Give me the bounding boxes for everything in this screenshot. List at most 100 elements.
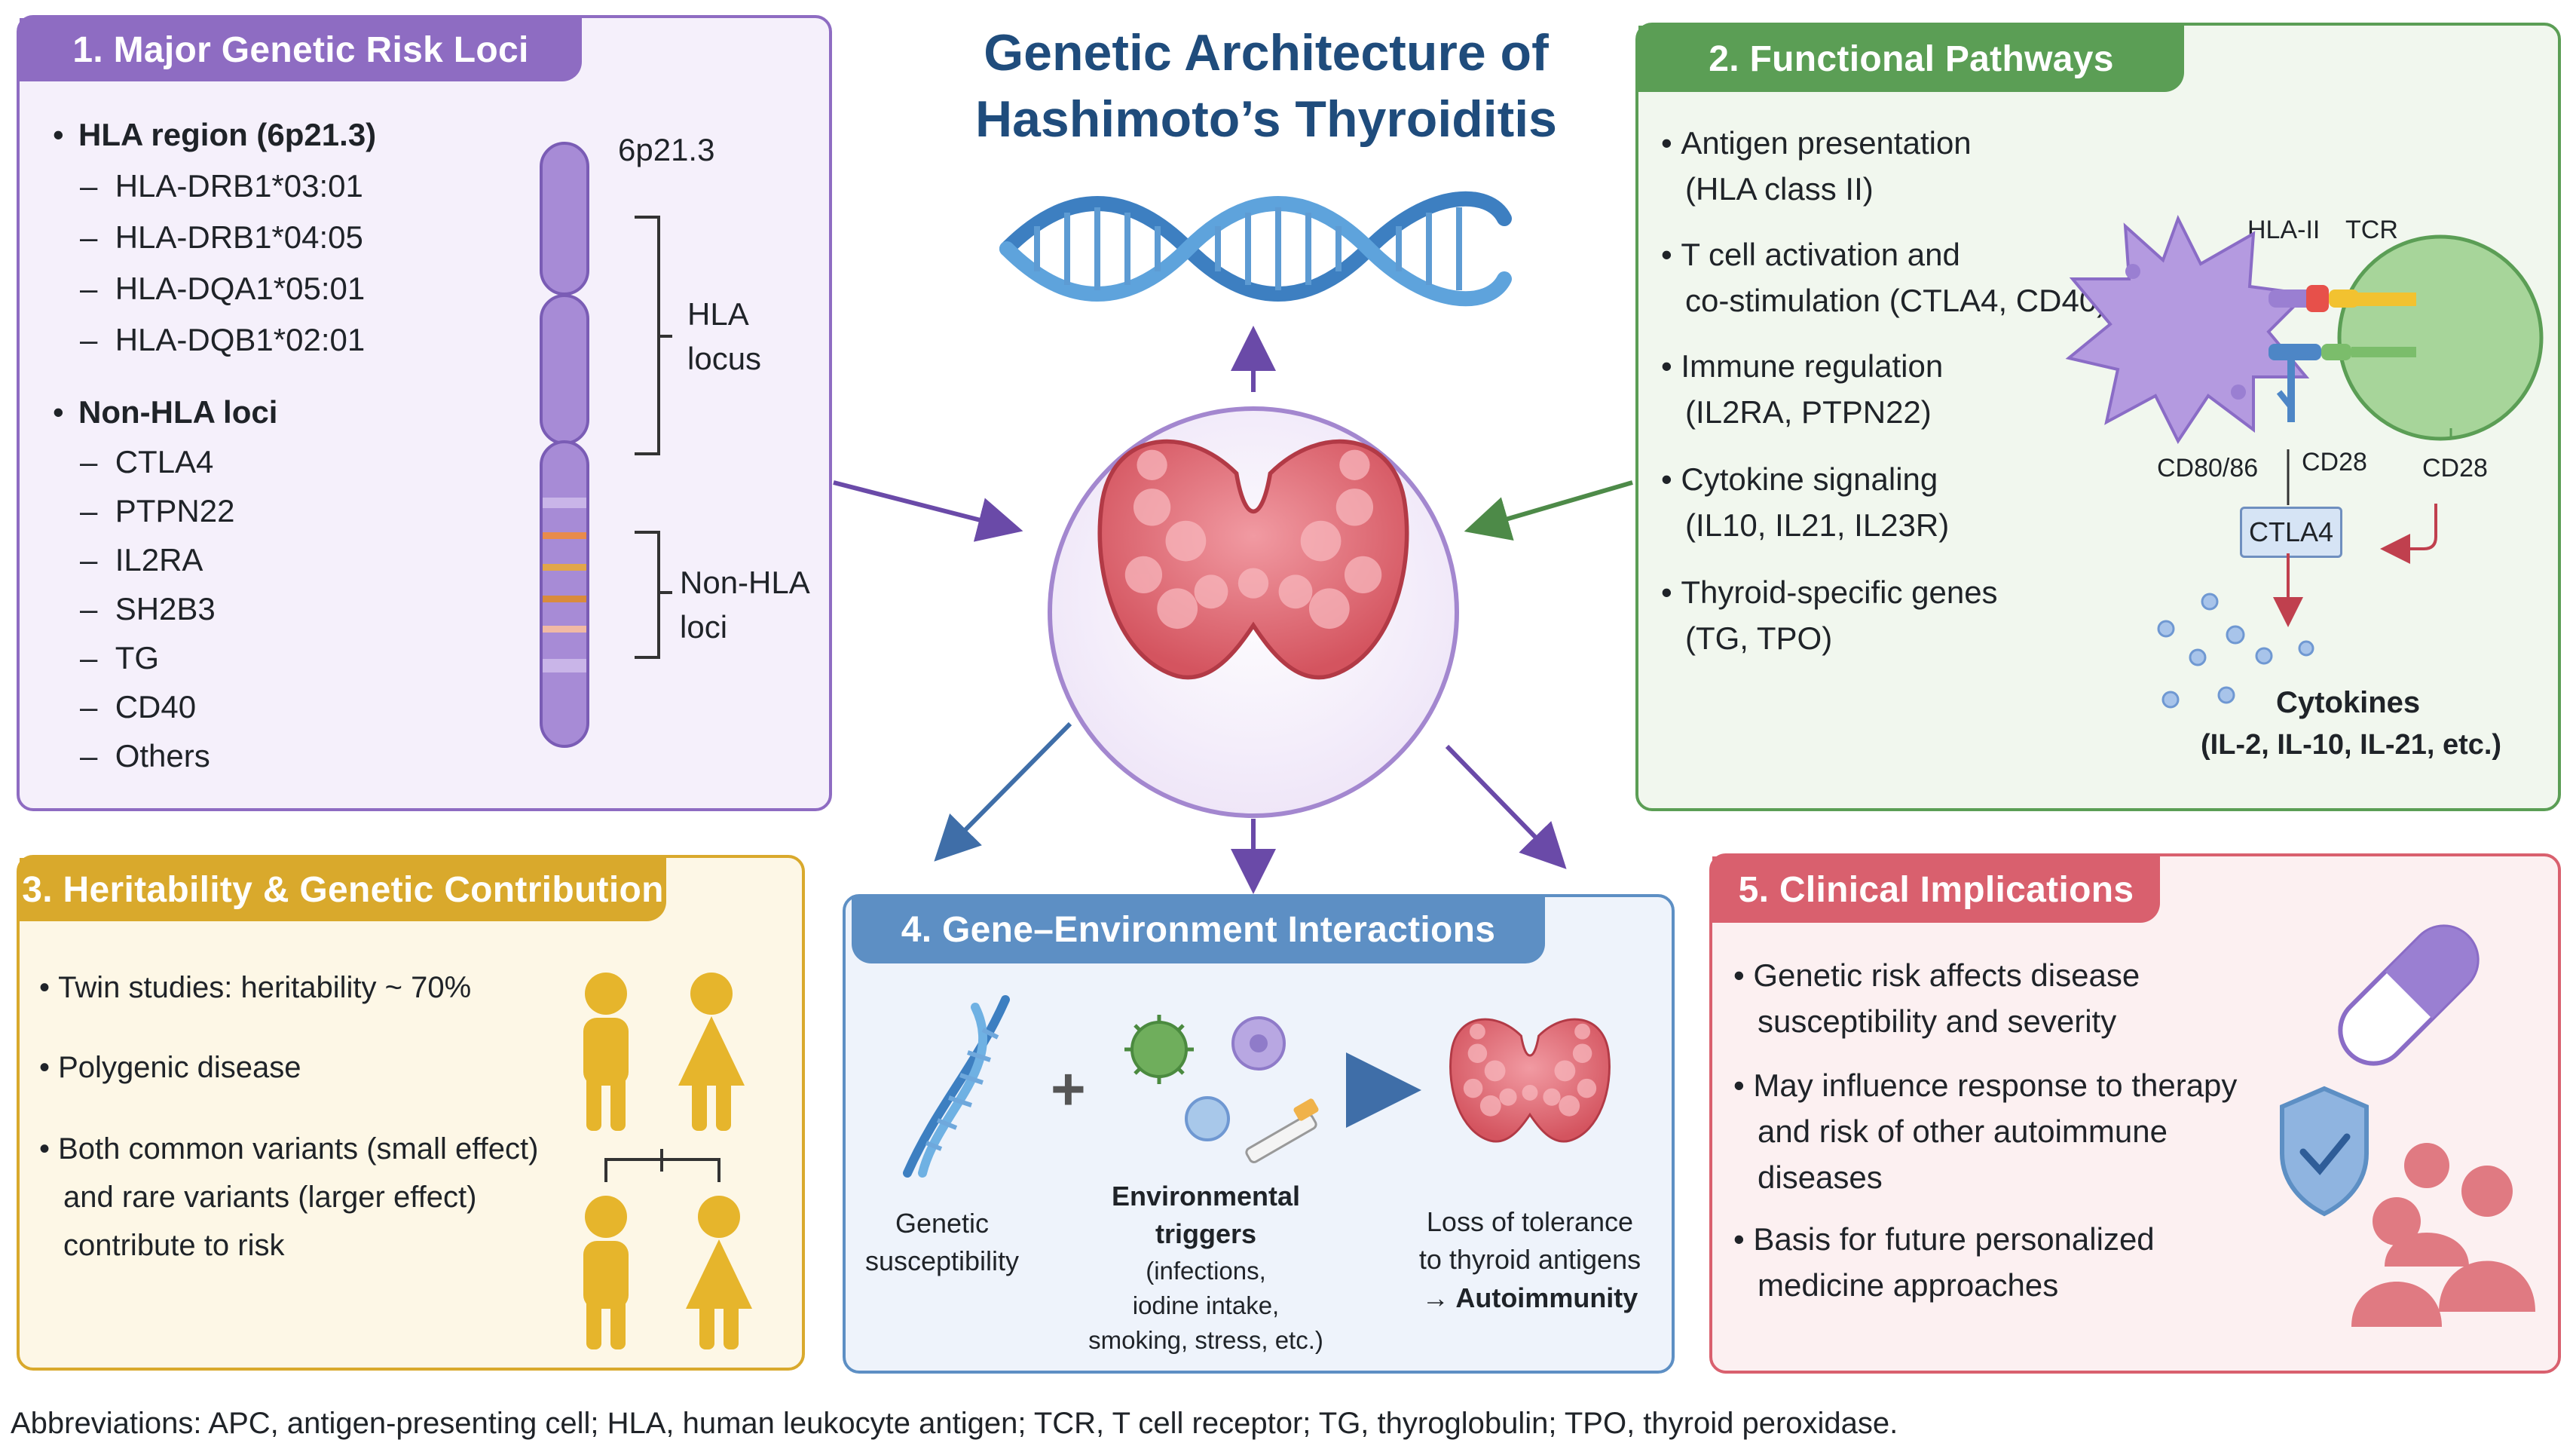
loss-line1: Loss of tolerance [1426, 1206, 1634, 1237]
panel2-tab: 2. Functional Pathways [1638, 26, 2184, 92]
pathway-item-0-label: Antigen presentation [1681, 125, 1972, 161]
hla-locus-line1: HLA [687, 296, 749, 332]
nonhla-item-4: TG [115, 640, 160, 675]
clinical-item-1-label: May influence response to therapy [1753, 1068, 2238, 1103]
hla-item-0: HLA-DRB1*03:01 [115, 168, 363, 204]
cd4-line1: CD4+ [2409, 299, 2487, 332]
pathway-item-3-l2: (IL10, IL21, IL23R) [1685, 507, 1950, 543]
cd4-label: CD4+ T cell [2409, 296, 2486, 374]
tcr-label: TCR [2345, 216, 2398, 244]
cd4-line2: T cell [2412, 338, 2484, 371]
pathway-item-0-l1: • Antigen presentation [1661, 125, 1972, 161]
pathway-item-3-l1: • Cytokine signaling [1661, 461, 1938, 497]
cd80-label: CD80/86 [2157, 454, 2259, 482]
autoimmunity-line: → Autoimmunity [1421, 1282, 1638, 1313]
hla-locus-line2: locus [687, 340, 762, 376]
nonhla-item: – CTLA4 [80, 444, 214, 479]
clinical-item-0-label: Genetic risk affects disease [1753, 957, 2140, 993]
nonhla-locus-line2: loci [680, 608, 728, 645]
nonhla-locus-line1: Non-HLA [680, 565, 810, 600]
heritability-item-1: Polygenic disease [58, 1051, 301, 1084]
env-detail-line2: iodine intake, [1132, 1291, 1280, 1319]
heritability-item: • Both common variants (small effect) an… [39, 1125, 538, 1270]
pathway-item: • Thyroid-specific genes (TG, TPO) [1661, 570, 1998, 662]
hla-region-header: HLA region (6p21.3) [78, 117, 377, 152]
nonhla-header: Non-HLA loci [78, 394, 278, 430]
nonhla-locus-label: Non-HLA loci [680, 561, 810, 650]
panel1-tab: 1. Major Genetic Risk Loci [20, 18, 582, 81]
ctla4-box: CTLA4 [2240, 507, 2342, 558]
pathway-item-2-l2: (IL2RA, PTPN22) [1685, 394, 1932, 430]
clinical-item: • May influence response to therapy and … [1733, 1063, 2237, 1201]
env-title-line1: Environmental [1111, 1181, 1301, 1212]
dna-helix-icon [999, 191, 1512, 307]
page-title: Genetic Architecture of Hashimoto’s Thyr… [889, 20, 1643, 153]
env-title-line2: triggers [1155, 1218, 1257, 1250]
apc-label: APC [2143, 316, 2209, 351]
env-detail-line1: (infections, [1146, 1256, 1266, 1285]
center-line1: Hashimoto’s [1134, 692, 1369, 736]
panel3-tab: 3. Heritability & Genetic Contribution [20, 858, 666, 921]
environmental-triggers-label: Environmental triggers (infections, iodi… [1055, 1178, 1357, 1358]
nonhla-item: – CD40 [80, 689, 197, 724]
heritability-item: • Polygenic disease [39, 1051, 301, 1084]
nonhla-item: – SH2B3 [80, 591, 216, 626]
nonhla-item: – IL2RA [80, 542, 203, 577]
clinical-item: • Genetic risk affects disease susceptib… [1733, 953, 2140, 1045]
heritability-item-2-label: Both common variants (small effect) [58, 1132, 539, 1166]
nonhla-item-1: PTPN22 [115, 493, 235, 528]
pathway-item-4-l1: • Thyroid-specific genes [1661, 574, 1998, 610]
pathway-item-3-label: Cytokine signaling [1681, 461, 1938, 497]
nonhla-item-2: IL2RA [115, 542, 203, 577]
hla-item: – HLA-DRB1*04:05 [80, 219, 363, 255]
clinical-item-2-l2: medicine approaches [1758, 1267, 2059, 1303]
env-detail-line3: smoking, stress, etc.) [1088, 1326, 1323, 1355]
title-line2: Hashimoto’s Thyroiditis [974, 90, 1557, 149]
panel5-tab: 5. Clinical Implications [1712, 856, 2160, 923]
loss-of-tolerance-label: Loss of tolerance to thyroid antigens → … [1387, 1203, 1673, 1317]
center-line2: Thyroiditis [1151, 743, 1351, 787]
pathway-item: • T cell activation and co-stimulation (… [1661, 232, 2107, 324]
pathway-item-1-l1: • T cell activation and [1661, 237, 1960, 272]
pathway-item-1-l2: co-stimulation (CTLA4, CD40) [1685, 282, 2108, 318]
clinical-item-0-l1: • Genetic risk affects disease [1733, 957, 2140, 993]
heritability-item-2-l2: and rare variants (larger effect) [63, 1181, 477, 1214]
cytokines-list: (IL-2, IL-10, IL-21, etc.) [2201, 729, 2502, 761]
hla-ii-label: HLA-II [2247, 216, 2321, 244]
nonhla-item: – PTPN22 [80, 493, 235, 528]
nonhla-item-0: CTLA4 [115, 444, 214, 479]
nonhla-item-5: CD40 [115, 689, 197, 724]
hla-item-3: HLA-DQB1*02:01 [115, 322, 366, 357]
cd28-label-b: CD28 [2422, 454, 2488, 482]
pathway-item: • Immune regulation (IL2RA, PTPN22) [1661, 344, 1943, 436]
hla-item-2: HLA-DQA1*05:01 [115, 271, 366, 306]
abbreviations-footer: Abbreviations: APC, antigen-presenting c… [11, 1407, 1898, 1440]
nonhla-bullet: • [53, 394, 64, 430]
pathway-item-1-label: T cell activation and [1681, 237, 1960, 272]
heritability-item-2-l3: contribute to risk [63, 1229, 285, 1262]
panel-heritability [17, 855, 805, 1371]
clinical-item: • Basis for future personalized medicine… [1733, 1217, 2155, 1309]
cytokines-label: Cytokines [2276, 686, 2421, 719]
pathway-item: • Antigen presentation (HLA class II) [1661, 121, 1972, 213]
pathway-item-2-label: Immune regulation [1681, 348, 1944, 384]
hla-item: – HLA-DQB1*02:01 [80, 322, 366, 357]
connector-arrows [833, 326, 1633, 894]
genetic-line2: susceptibility [864, 1245, 1020, 1277]
center-label: Hashimoto’s Thyroiditis [1063, 689, 1439, 791]
loss-line2: to thyroid antigens [1418, 1244, 1641, 1276]
heritability-item-2-l1: • Both common variants (small effect) [39, 1132, 539, 1166]
clinical-item-2-l1: • Basis for future personalized [1733, 1221, 2155, 1257]
pathway-item-4-l2: (TG, TPO) [1685, 620, 1833, 656]
clinical-item-2-label: Basis for future personalized [1753, 1221, 2155, 1257]
hla-bullet: • [53, 117, 64, 152]
clinical-item-0-l2: susceptibility and severity [1758, 1003, 2117, 1039]
panel-genetic-loci [17, 15, 832, 811]
hla-item: – HLA-DRB1*03:01 [80, 168, 363, 204]
chromosome-band-label: 6p21.3 [618, 132, 715, 167]
clinical-item-1-l2: and risk of other autoimmune [1758, 1113, 2168, 1149]
pathway-item-4-label: Thyroid-specific genes [1681, 574, 1998, 610]
nonhla-item: – TG [80, 640, 160, 675]
clinical-item-1-l3: diseases [1758, 1159, 1883, 1195]
pathway-item: • Cytokine signaling (IL10, IL21, IL23R) [1661, 457, 1949, 549]
